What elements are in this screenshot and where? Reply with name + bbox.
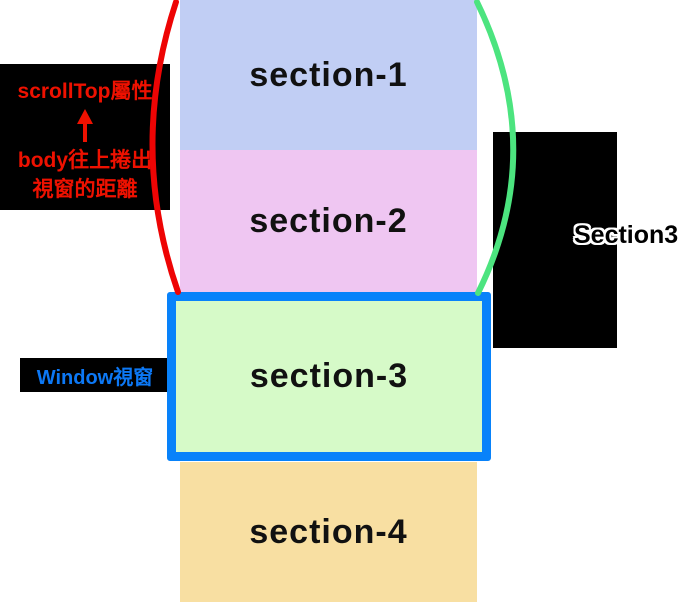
scrolltop-callout: scrollTop屬性 body往上捲出 視窗的距離 — [0, 64, 170, 210]
scrolltop-callout-desc2: 視窗的距離 — [32, 177, 138, 201]
window-callout-label: Window視窗 — [36, 366, 154, 389]
section-2-label: section-2 — [249, 202, 408, 240]
section-2-block: section-2 — [180, 150, 477, 293]
section-4-label: section-4 — [249, 512, 408, 551]
scrolltop-callout-title: scrollTop屬性 — [17, 80, 153, 103]
window-viewport-frame: section-3 — [167, 292, 491, 461]
section-1-label: section-1 — [249, 55, 408, 94]
section-1-block: section-1 — [180, 0, 477, 150]
section-4-block: section-4 — [180, 462, 477, 602]
section-3-label: section-3 — [249, 357, 409, 395]
window-callout: Window視窗 — [20, 358, 170, 392]
up-arrow-icon — [77, 109, 93, 143]
scrolltop-callout-desc1: body往上捲出 — [17, 148, 153, 172]
right-callout-label: Section3 — [574, 221, 679, 249]
